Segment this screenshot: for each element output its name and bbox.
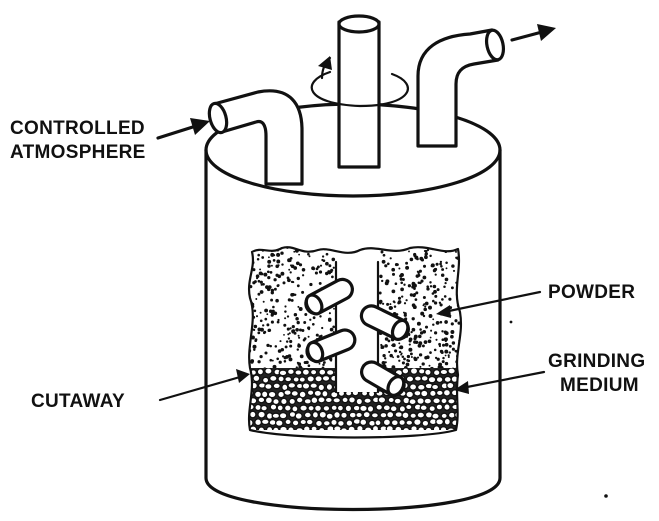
label-powder: POWDER [548,282,635,303]
label-controlled: CONTROLLED [10,118,145,139]
label-atmosphere: ATMOSPHERE [10,142,146,163]
cutaway-window [240,240,475,440]
gas-outlet-pipe [418,29,506,146]
grinding-leader [462,372,544,388]
rotating-shaft [312,16,408,167]
outlet-arrowhead [537,24,556,41]
cutaway-leader [160,377,240,400]
label-medium: MEDIUM [560,375,639,396]
stray-mark-2 [510,321,513,324]
inlet-pipe-body [214,91,302,184]
inlet-arrowhead [190,118,210,135]
label-cutaway: CUTAWAY [31,391,125,412]
outlet-arrow-line [512,32,542,40]
label-grinding: GRINDING [548,351,645,372]
shaft-body [339,22,379,167]
cutaway-leader-arrowhead [236,369,250,383]
stray-mark [604,494,608,498]
rotation-arrowhead [318,56,332,70]
shaft-top [339,16,379,32]
inlet-arrow-line [158,126,196,138]
